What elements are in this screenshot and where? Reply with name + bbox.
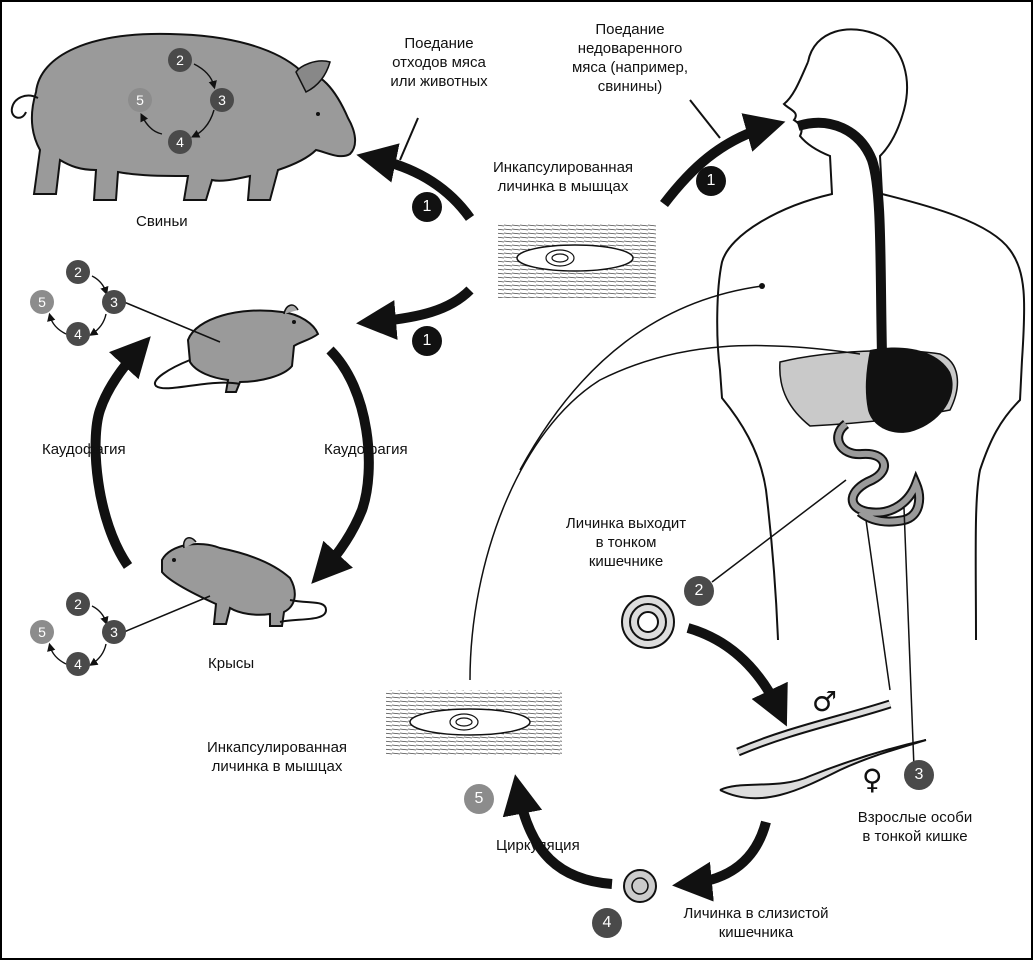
pig-stage-5-badge: 5 — [128, 88, 152, 112]
label-eat-undercooked-line3: мяса (например, — [571, 59, 689, 76]
label-larva-exits-line2: в тонком — [595, 534, 657, 551]
arrow-circulation — [502, 774, 613, 889]
label-adults: Взрослые особи в тонкой кишке — [840, 808, 990, 846]
rat-lower-mini-cycle-arrows — [47, 605, 109, 666]
rat-lower-stage-4-badge: 4 — [66, 652, 90, 676]
rat-upper-stage-4-badge: 4 — [66, 322, 90, 346]
label-encysted-bottom: Инкапсулированная личинка в мышцах — [192, 738, 362, 776]
label-circulation: Циркуляция — [496, 837, 580, 854]
male-symbol: ♂ — [812, 685, 838, 718]
label-larva-mucosa-line2: кишечника — [718, 924, 794, 941]
encysted-larva-top — [498, 224, 656, 298]
label-larva-exits-line1: Личинка выходит — [565, 515, 687, 532]
pig-mini-cycle-arrows — [140, 63, 217, 138]
label-encysted-bottom-line2: личинка в мышцах — [211, 758, 343, 775]
label-larva-mucosa: Личинка в слизистой кишечника — [672, 904, 840, 942]
label-adults-line2: в тонкой кишке — [862, 828, 968, 845]
label-rats: Крысы — [208, 655, 255, 672]
pig-stage-4-badge: 4 — [168, 130, 192, 154]
encysted-larva-bottom — [386, 690, 562, 756]
label-larva-mucosa-line1: Личинка в слизистой — [683, 905, 829, 922]
stage-1-badge-human: 1 — [696, 166, 726, 196]
stage-1-badge-pig: 1 — [412, 192, 442, 222]
pig-illustration — [10, 32, 356, 201]
rat-cycle-arrows — [90, 336, 374, 584]
stage-1-badge-rat: 1 — [412, 326, 442, 356]
label-eat-undercooked-line1: Поедание — [595, 21, 665, 38]
label-pigs: Свиньи — [136, 213, 188, 230]
pig-stage-3-badge: 3 — [210, 88, 234, 112]
larva-in-mucosa — [623, 869, 657, 903]
connector-lines — [123, 283, 915, 769]
stage-3-badge: 3 — [904, 760, 934, 790]
rat-lower-illustration — [161, 537, 328, 627]
label-encysted-bottom-line1: Инкапсулированная — [206, 739, 348, 756]
arrow-to-adults — [686, 623, 788, 727]
arrow-to-mucosa — [672, 820, 771, 902]
rat-upper-stage-3-badge: 3 — [102, 290, 126, 314]
label-encysted-top: Инкапсулированная личинка в мышцах — [478, 158, 648, 196]
adult-worms — [719, 699, 927, 800]
label-eat-waste-line2: отходов мяса — [392, 54, 486, 71]
rat-upper-mini-cycle-arrows — [47, 275, 109, 336]
stage-5-badge: 5 — [464, 784, 494, 814]
label-eat-undercooked-line4: свинины) — [597, 78, 663, 95]
larva-to-hosts-arrows — [356, 99, 786, 340]
rat-lower-stage-2-badge: 2 — [66, 592, 90, 616]
label-eat-waste-line1: Поедание — [404, 35, 474, 52]
human-illustration — [716, 28, 1026, 641]
label-encysted-top-line2: личинка в мышцах — [497, 178, 629, 195]
rat-lower-stage-3-badge: 3 — [102, 620, 126, 644]
label-caudophagy-left: Каудофагия — [42, 441, 126, 458]
rat-upper-illustration — [153, 304, 320, 393]
coiled-larva-stage2 — [621, 595, 675, 649]
stage-4-badge: 4 — [592, 908, 622, 938]
label-eat-undercooked-line2: недоваренного — [577, 40, 683, 57]
label-eat-waste: Поедание отходов мяса или животных — [376, 34, 502, 91]
label-larva-exits-line3: кишечнике — [588, 553, 664, 570]
female-symbol: ♀ — [862, 763, 883, 796]
label-caudophagy-right: Каудофагия — [324, 441, 408, 458]
label-eat-waste-line3: или животных — [390, 73, 488, 90]
label-eat-undercooked: Поедание недоваренного мяса (например, с… — [560, 20, 700, 96]
label-adults-line1: Взрослые особи — [857, 809, 973, 826]
label-larva-exits: Личинка выходит в тонком кишечнике — [556, 514, 696, 571]
rat-upper-stage-2-badge: 2 — [66, 260, 90, 284]
rat-upper-stage-5-badge: 5 — [30, 290, 54, 314]
label-encysted-top-line1: Инкапсулированная — [492, 159, 634, 176]
stage-2-badge: 2 — [684, 576, 714, 606]
pig-stage-2-badge: 2 — [168, 48, 192, 72]
rat-lower-stage-5-badge: 5 — [30, 620, 54, 644]
